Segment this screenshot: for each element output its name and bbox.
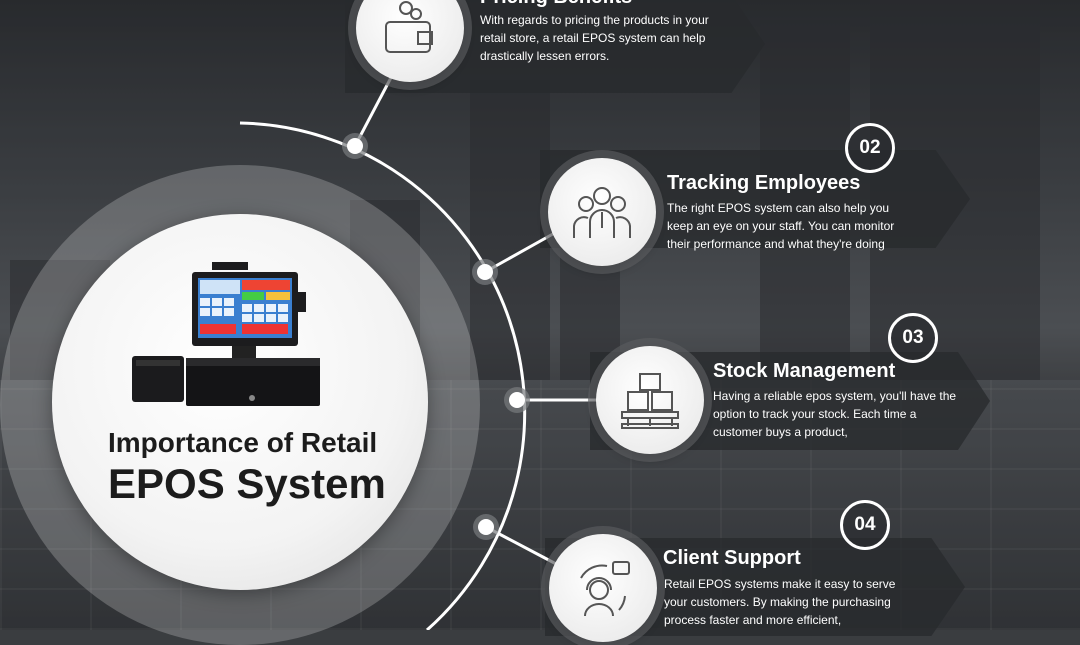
main-title-line1: Importance of Retail [108,427,378,458]
section-3-text: Having a reliable epos system, you'll ha… [713,389,957,439]
section-2-icon-circle [548,158,656,266]
wallet-coins-icon [385,1,433,53]
section-2-title: Tracking Employees [667,172,861,194]
timeline-node-3 [509,392,525,408]
section-4-text: Retail EPOS systems make it easy to serv… [664,577,896,627]
section-1-text: With regards to pricing the products in … [480,13,709,63]
timeline-node-4 [478,519,494,535]
timeline-node-2 [477,264,493,280]
employees-group-icon [573,187,631,238]
timeline-connectors [239,69,598,630]
connector-4 [485,525,561,568]
customer-support-headset-icon [580,561,630,617]
connector-2 [484,228,561,274]
section-3-number-badge: 03 [888,313,938,363]
boxes-pallet-icon [621,373,679,429]
section-4-number-badge: 04 [840,500,890,550]
connector-1 [353,69,397,147]
timeline-node-1 [347,138,363,154]
section-2-text: The right EPOS system can also help you … [667,201,895,251]
epos-terminal-image [132,262,320,406]
section-4-title: Client Support [663,547,801,569]
building [470,80,550,380]
section-2-number-badge: 02 [845,123,895,173]
section-4-icon-circle [549,534,657,642]
timeline-arc [239,121,527,630]
section-1-title: Pricing Benefits [480,0,632,9]
main-title-line2: EPOS System [108,460,386,507]
section-3-icon-circle [596,346,704,454]
section-3-title: Stock Management [713,360,896,382]
